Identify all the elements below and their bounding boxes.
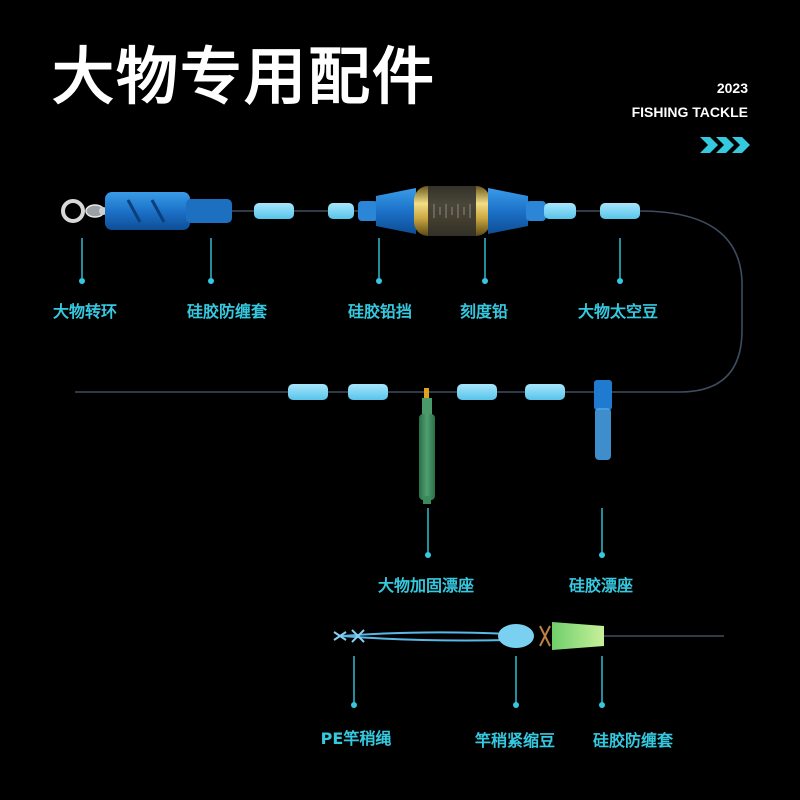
label-tight-bean: 竿稍紧缩豆: [474, 731, 556, 750]
fishing-line: [75, 210, 743, 393]
year-text: 2023: [716, 80, 748, 96]
weight-stopper-icon: [488, 188, 546, 234]
scale-weight-icon: [414, 186, 490, 236]
silicone-sleeve-icon: [539, 622, 604, 650]
bead-icon: [348, 384, 388, 400]
tight-bean-icon: [498, 624, 534, 648]
label-sleeve: 硅胶防缠套: [186, 302, 268, 321]
leader-dots: [425, 552, 605, 558]
leader-lines: [427, 508, 603, 553]
bead-icon: [288, 384, 328, 400]
leader-dots: [351, 702, 605, 708]
label-space-beans: 大物太空豆: [577, 302, 659, 321]
leader-lines: [353, 656, 603, 703]
silicone-float-seat-icon: [594, 380, 612, 460]
bead-icon: [328, 203, 354, 219]
label-sleeve-2: 硅胶防缠套: [592, 731, 674, 750]
leader-lines: [81, 238, 621, 278]
silicone-sleeve-icon: [105, 192, 232, 230]
pe-rope-icon: [333, 629, 511, 643]
weight-stopper-icon: [358, 188, 416, 234]
label-pe-rope: PE竿稍绳: [320, 729, 392, 748]
chevron-arrows-icon: [700, 137, 750, 153]
page-title: 大物专用配件: [52, 40, 437, 113]
bead-icon: [600, 203, 640, 219]
bead-icon: [544, 203, 576, 219]
swivel-icon: [61, 199, 107, 223]
label-swivel: 大物转环: [52, 302, 118, 321]
leader-dots: [79, 278, 623, 284]
bead-icon: [254, 203, 294, 219]
bead-icon: [525, 384, 565, 400]
brand-text: FISHING TACKLE: [631, 104, 748, 120]
label-weight: 刻度铅: [459, 302, 509, 321]
label-stopper: 硅胶铅挡: [347, 302, 413, 321]
bead-icon: [457, 384, 497, 400]
label-reinforced-seat: 大物加固漂座: [377, 576, 475, 595]
reinforced-float-seat-icon: [419, 388, 435, 504]
label-silicone-seat: 硅胶漂座: [568, 576, 634, 595]
